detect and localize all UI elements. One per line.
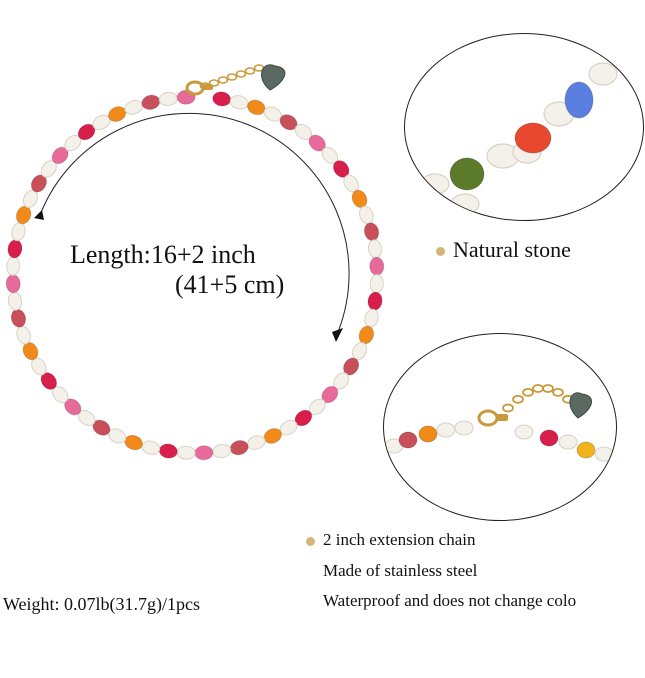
stone-bead bbox=[539, 429, 559, 447]
chain-link bbox=[235, 70, 247, 78]
pearl-bead bbox=[558, 434, 578, 450]
pearl-bead bbox=[158, 91, 178, 106]
natural-stone-text: Natural stone bbox=[453, 237, 571, 262]
chain-link bbox=[522, 387, 534, 397]
extension-chain-callout: 2 inch extension chain bbox=[306, 530, 476, 550]
lobster-clasp-icon bbox=[185, 80, 213, 96]
stone-bead bbox=[7, 239, 23, 259]
zoom-extension-chain bbox=[383, 333, 617, 521]
bead-ring bbox=[5, 89, 385, 461]
pearl-bead bbox=[176, 445, 196, 460]
heart-pendant-icon bbox=[261, 64, 286, 91]
pearl-bead bbox=[369, 274, 384, 294]
stone-bead bbox=[124, 434, 143, 451]
chain-link bbox=[502, 403, 514, 413]
stone-bead bbox=[158, 443, 178, 459]
stone-bead bbox=[141, 94, 161, 110]
stone-bead bbox=[212, 91, 232, 107]
pearl-bead bbox=[450, 193, 480, 215]
arrow-top-left-icon bbox=[34, 210, 44, 220]
pearl-bead bbox=[364, 308, 379, 328]
pearl-bead bbox=[420, 173, 450, 195]
chain-link bbox=[226, 73, 238, 81]
chain-link bbox=[512, 394, 524, 404]
stone-bead bbox=[576, 441, 596, 459]
stone-bead bbox=[176, 89, 196, 105]
measure-arc bbox=[39, 112, 350, 333]
stone-bead bbox=[514, 122, 552, 154]
chain-link bbox=[244, 67, 256, 75]
natural-stone-callout: Natural stone bbox=[436, 237, 571, 263]
pearl-bead bbox=[436, 422, 456, 438]
pearl-bead bbox=[594, 446, 614, 462]
pearl-bead bbox=[212, 444, 232, 459]
chain-link bbox=[208, 79, 220, 87]
bullet-icon bbox=[306, 536, 315, 546]
stone-bead bbox=[367, 291, 383, 311]
stone-bead bbox=[363, 222, 380, 242]
necklace-illustration bbox=[5, 64, 385, 461]
lobster-clasp-zoom-icon bbox=[477, 409, 508, 427]
chain-link bbox=[532, 384, 544, 393]
stone-bead bbox=[10, 308, 27, 328]
pearl-bead bbox=[6, 256, 21, 276]
stone-bead bbox=[5, 274, 21, 294]
pearl-bead bbox=[514, 424, 534, 440]
pearl-bead bbox=[367, 239, 383, 259]
pearl-bead bbox=[229, 95, 249, 110]
chain-link bbox=[552, 387, 564, 397]
stone-bead bbox=[194, 445, 214, 461]
stainless-steel-text: Made of stainless steel bbox=[323, 561, 478, 580]
pearl-bead bbox=[141, 440, 161, 455]
chain-link bbox=[217, 76, 229, 84]
pearl-bead bbox=[7, 291, 23, 311]
pearl-bead bbox=[454, 420, 474, 436]
length-metric-label: (41+5 cm) bbox=[175, 270, 285, 299]
arrow-bottom-right-icon bbox=[332, 328, 343, 342]
extension-chain-text: 2 inch extension chain bbox=[323, 530, 476, 549]
pearl-bead bbox=[11, 222, 26, 242]
stone-bead bbox=[369, 256, 385, 276]
stone-bead bbox=[418, 425, 438, 443]
pearl-bead bbox=[588, 62, 618, 86]
length-label: Length:16+2 inch bbox=[70, 240, 256, 269]
weight-label: Weight: 0.07lb(31.7g)/1pcs bbox=[3, 594, 201, 614]
chain-link bbox=[542, 384, 554, 393]
stone-bead bbox=[449, 157, 485, 191]
stone-bead bbox=[229, 440, 249, 456]
zoom-natural-stone-image bbox=[420, 62, 618, 215]
waterproof-text: Waterproof and does not change colo bbox=[323, 591, 577, 610]
heart-pendant-zoom-icon bbox=[569, 392, 592, 419]
stone-bead bbox=[247, 99, 266, 116]
stone-bead bbox=[398, 431, 418, 449]
bullet-icon bbox=[436, 247, 445, 257]
stone-bead bbox=[564, 81, 594, 119]
zoom-natural-stone bbox=[404, 33, 644, 221]
zoom-extension-chain-image bbox=[384, 384, 614, 462]
